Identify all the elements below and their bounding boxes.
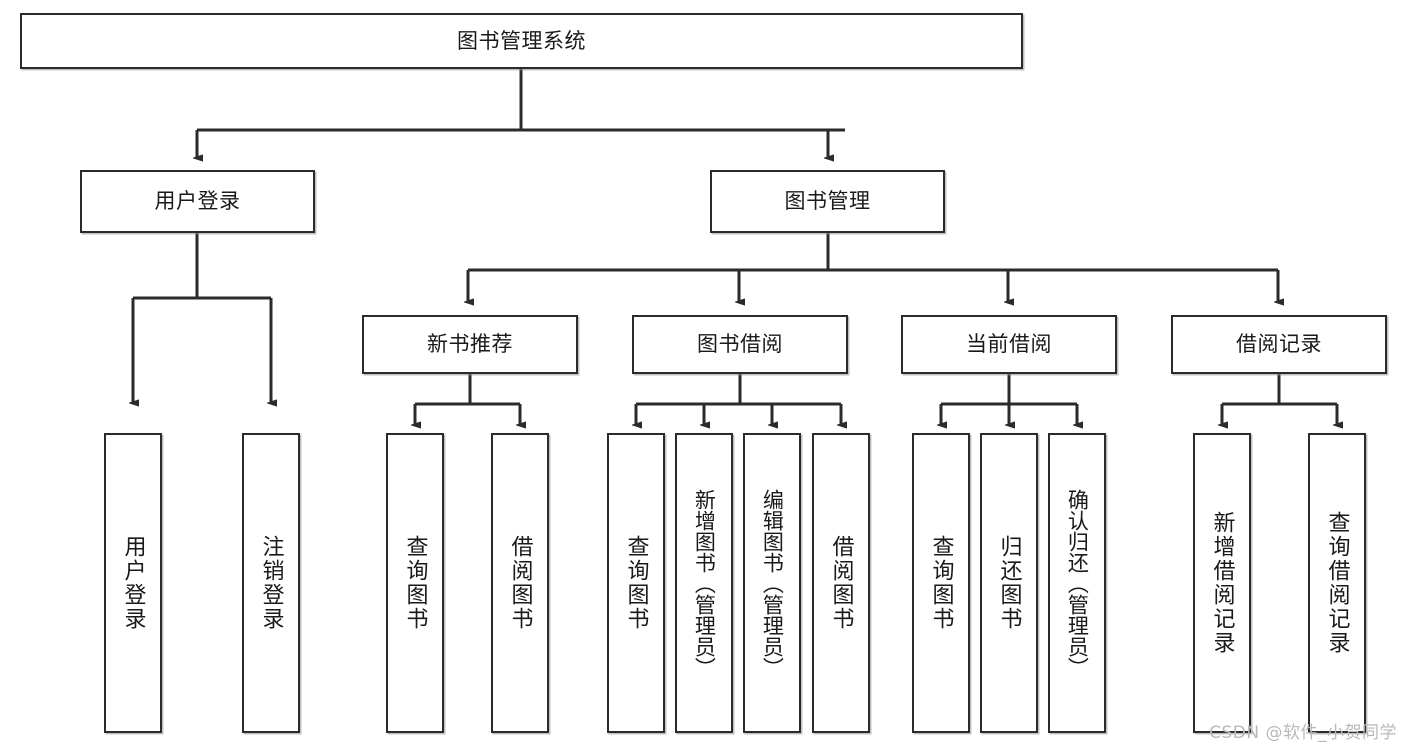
node-leaf-borrow-book-1-label: 借阅图书 (507, 535, 533, 631)
node-leaf-edit-book-label: 编辑图书（管理员） (760, 488, 785, 678)
node-leaf-add-record-label: 新增借阅记录 (1209, 511, 1235, 655)
node-leaf-query-book-1-label: 查询图书 (402, 535, 428, 631)
node-leaf-user-logout[interactable]: 注销登录 (242, 433, 300, 733)
node-leaf-confirm-return-label: 确认归还（管理员） (1065, 488, 1090, 678)
node-leaf-return-book[interactable]: 归还图书 (980, 433, 1038, 733)
node-current-borrow-label: 当前借阅 (966, 332, 1052, 357)
node-leaf-query-book-3-label: 查询图书 (928, 535, 954, 631)
node-leaf-borrow-book-2[interactable]: 借阅图书 (812, 433, 870, 733)
node-leaf-add-book-label: 新增图书（管理员） (692, 488, 717, 678)
node-user-login-label: 用户登录 (154, 189, 241, 214)
node-user-login[interactable]: 用户登录 (80, 170, 315, 233)
node-borrow-record[interactable]: 借阅记录 (1171, 315, 1387, 374)
node-leaf-user-logout-label: 注销登录 (258, 535, 284, 631)
node-leaf-add-book[interactable]: 新增图书（管理员） (675, 433, 733, 733)
watermark: CSDN @软件_小贺同学 (1209, 723, 1397, 743)
node-leaf-query-record-label: 查询借阅记录 (1324, 511, 1350, 655)
node-current-borrow[interactable]: 当前借阅 (901, 315, 1117, 374)
node-leaf-add-record[interactable]: 新增借阅记录 (1193, 433, 1251, 733)
node-root-label: 图书管理系统 (457, 28, 586, 53)
node-leaf-edit-book[interactable]: 编辑图书（管理员） (743, 433, 801, 733)
node-leaf-query-book-1[interactable]: 查询图书 (386, 433, 444, 733)
node-book-manage-label: 图书管理 (784, 189, 871, 214)
node-leaf-query-book-2-label: 查询图书 (623, 535, 649, 631)
node-leaf-borrow-book-1[interactable]: 借阅图书 (491, 433, 549, 733)
node-book-borrow-label: 图书借阅 (697, 332, 783, 357)
node-book-borrow[interactable]: 图书借阅 (632, 315, 848, 374)
node-leaf-confirm-return[interactable]: 确认归还（管理员） (1048, 433, 1106, 733)
node-book-manage[interactable]: 图书管理 (710, 170, 945, 233)
node-leaf-return-book-label: 归还图书 (996, 535, 1022, 631)
node-leaf-query-book-3[interactable]: 查询图书 (912, 433, 970, 733)
node-leaf-borrow-book-2-label: 借阅图书 (828, 535, 854, 631)
node-leaf-user-login[interactable]: 用户登录 (104, 433, 162, 733)
node-leaf-query-record[interactable]: 查询借阅记录 (1308, 433, 1366, 733)
node-leaf-query-book-2[interactable]: 查询图书 (607, 433, 665, 733)
node-borrow-record-label: 借阅记录 (1236, 332, 1322, 357)
node-leaf-user-login-label: 用户登录 (120, 535, 146, 631)
node-new-book-recommend-label: 新书推荐 (427, 332, 513, 357)
node-root[interactable]: 图书管理系统 (20, 13, 1023, 69)
node-new-book-recommend[interactable]: 新书推荐 (362, 315, 578, 374)
